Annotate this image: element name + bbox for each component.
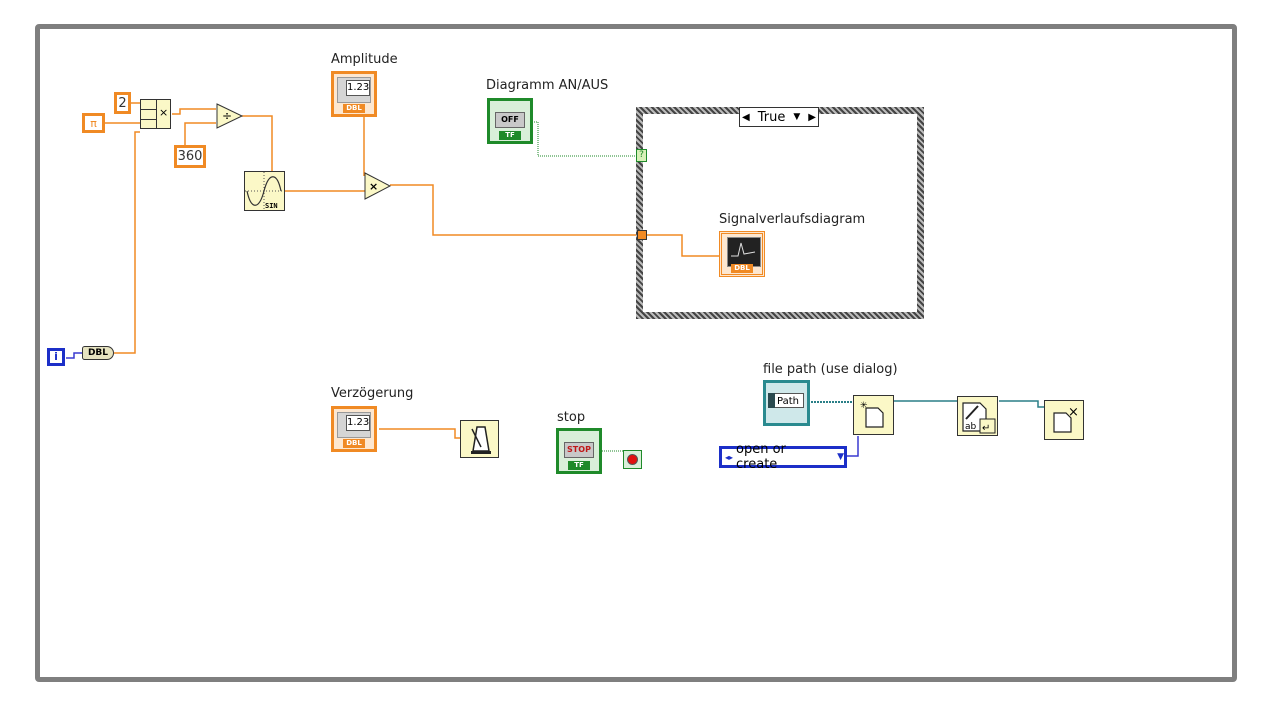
increment-decrement-icon[interactable]: ◂▸: [725, 452, 734, 462]
chevron-down-icon[interactable]: ▼: [793, 112, 801, 122]
write-text-icon: ab ↵: [962, 402, 996, 434]
constant-two[interactable]: 2: [114, 92, 131, 114]
stop-sign-icon: [627, 454, 638, 465]
diagram-toggle-value: OFF: [495, 112, 525, 128]
wire-delay-to-wait[interactable]: [379, 428, 461, 439]
multiply-node[interactable]: ×: [364, 172, 392, 200]
case-selector-value: True: [757, 109, 786, 125]
waveform-chart-label: Signalverlaufsdiagram: [719, 212, 866, 227]
case-selector[interactable]: ◀ True ▼ ▶: [739, 107, 819, 127]
file-path-label: file path (use dialog): [763, 362, 898, 377]
file-path-value: Path: [768, 393, 804, 408]
amplitude-control-terminal[interactable]: 1.23 DBL: [331, 71, 377, 117]
svg-text:SIN: SIN: [265, 202, 278, 210]
compound-multiply-node[interactable]: ×: [140, 99, 171, 129]
block-diagram-frame: [35, 24, 1237, 682]
delay-label: Verzögerung: [331, 386, 414, 401]
diagram-toggle-terminal[interactable]: OFF TF: [487, 98, 533, 144]
waveform-chart-indicator-terminal[interactable]: DBL: [719, 231, 765, 277]
input-slot: [141, 110, 157, 120]
wire-toggle-to-selector[interactable]: [534, 121, 636, 157]
stop-type: TF: [568, 461, 590, 470]
amplitude-value: 1.23: [346, 80, 370, 96]
write-text-file-node[interactable]: ab ↵: [957, 396, 998, 436]
wire-divide-to-sin[interactable]: [242, 115, 273, 172]
open-mode-value: open or create: [736, 442, 786, 472]
close-file-icon: ×: [1053, 405, 1079, 433]
divide-node[interactable]: ÷: [216, 103, 244, 129]
svg-text:×: ×: [1068, 405, 1079, 420]
sine-node[interactable]: SIN: [244, 171, 285, 211]
open-create-file-node[interactable]: ✳: [853, 395, 894, 435]
wire-360-to-divide[interactable]: [184, 122, 216, 147]
file-path-control-terminal[interactable]: Path: [763, 380, 810, 426]
path-icon: [768, 393, 775, 408]
multiply-icon: ×: [369, 180, 378, 193]
svg-text:ab: ab: [965, 422, 977, 432]
wire-write-to-close[interactable]: [999, 400, 1044, 408]
constant-360[interactable]: 360: [174, 145, 206, 168]
constant-pi[interactable]: π: [82, 113, 105, 133]
open-mode-enum-constant[interactable]: ◂▸ open or create ▼: [719, 442, 847, 472]
iteration-terminal[interactable]: i: [47, 348, 65, 366]
diagram-toggle-type: TF: [499, 131, 521, 140]
wire-enum-to-open[interactable]: [847, 436, 859, 457]
sine-wave-icon: SIN: [245, 172, 284, 210]
svg-text:✳: ✳: [860, 401, 868, 411]
new-file-icon: ✳: [860, 401, 884, 428]
wait-ms-node[interactable]: [460, 420, 499, 458]
wire-multiply-to-case[interactable]: [390, 184, 638, 236]
chart-icon: [727, 237, 761, 267]
wire-multiply-to-divide[interactable]: [172, 108, 216, 115]
metronome-icon: [471, 426, 491, 454]
to-double-conversion-node[interactable]: DBL: [82, 346, 114, 360]
input-slot: [141, 120, 157, 128]
prev-case-icon[interactable]: ◀: [742, 111, 750, 123]
delay-type: DBL: [343, 439, 365, 448]
waveform-chart-type: DBL: [731, 264, 753, 273]
amplitude-label: Amplitude: [331, 52, 398, 67]
next-case-icon[interactable]: ▶: [808, 111, 816, 123]
case-selector-terminal[interactable]: ?: [636, 149, 647, 162]
svg-text:↵: ↵: [982, 423, 990, 434]
wire-i-to-multiply[interactable]: [114, 131, 140, 354]
diagram-toggle-label: Diagramm AN/AUS: [486, 78, 609, 93]
stop-control-terminal[interactable]: STOP TF: [556, 428, 602, 474]
pi-icon: π: [90, 116, 97, 130]
wire-i-to-dbl[interactable]: [66, 352, 82, 359]
multiply-icon: ×: [159, 106, 169, 119]
loop-condition-terminal[interactable]: [623, 450, 642, 469]
case-input-tunnel[interactable]: [637, 230, 647, 240]
delay-value: 1.23: [346, 415, 370, 431]
delay-control-terminal[interactable]: 1.23 DBL: [331, 406, 377, 452]
amplitude-type: DBL: [343, 104, 365, 113]
input-slot: [141, 100, 157, 110]
stop-label: stop: [557, 410, 586, 425]
close-file-node[interactable]: ×: [1044, 400, 1084, 440]
stop-value: STOP: [564, 442, 594, 458]
divide-icon: ÷: [222, 109, 232, 123]
chevron-down-icon[interactable]: ▼: [837, 452, 844, 462]
